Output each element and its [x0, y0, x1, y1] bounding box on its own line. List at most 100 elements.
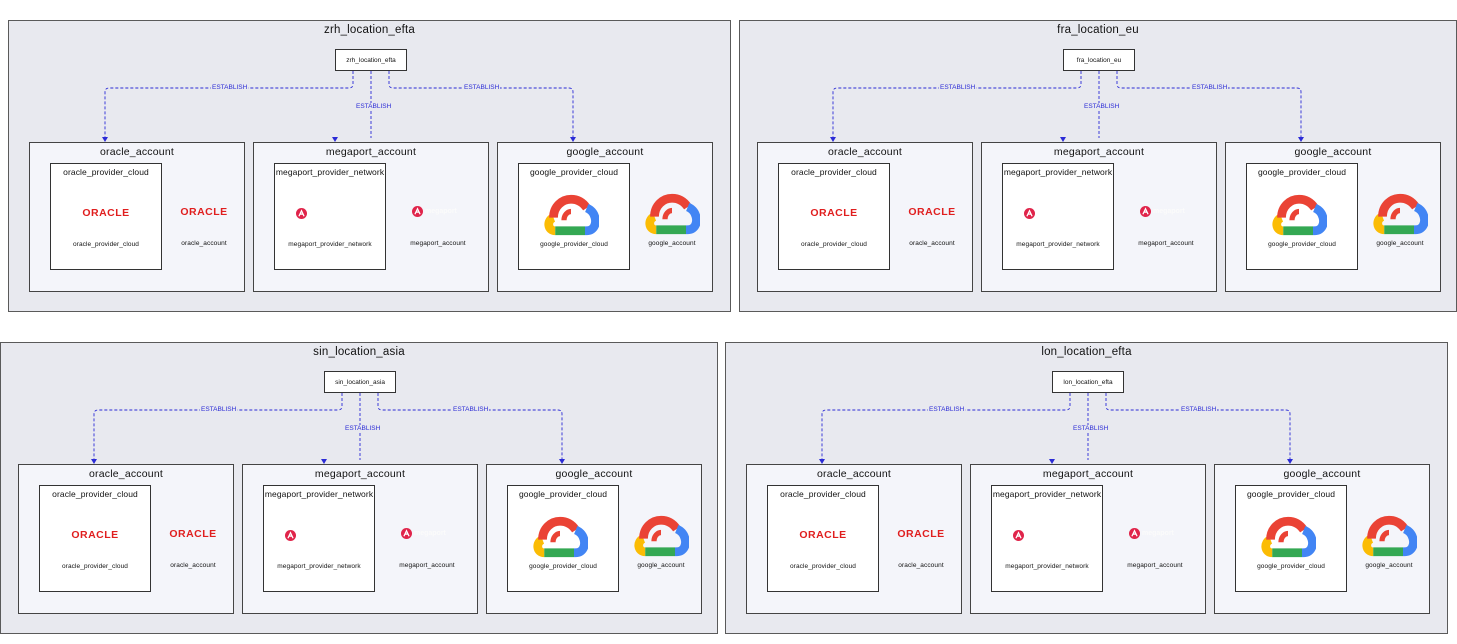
megaport-logo: megaport — [1129, 528, 1174, 539]
location-title: zrh_location_efta — [324, 24, 415, 36]
account-megaport_account: megaport_account megaport_provider_networ… — [242, 464, 478, 614]
edge-arrowhead — [91, 459, 97, 464]
account-title: oracle_account — [88, 468, 163, 480]
google-cloud-icon — [645, 193, 700, 235]
oracle-logo: ORACLE — [169, 528, 217, 540]
account-megaport_account: megaport_account megaport_provider_networ… — [981, 142, 1217, 292]
google-cloud-icon — [1261, 516, 1316, 558]
account-title: oracle_account — [827, 146, 902, 158]
megaport-logo — [285, 530, 296, 541]
megaport-wordmark: megaport — [425, 208, 457, 215]
megaport-logo: megaport — [412, 206, 457, 217]
edge-arrowhead — [332, 137, 338, 142]
edge-label-establish: ESTABLISH — [1180, 406, 1218, 414]
establish-edge — [93, 393, 343, 460]
account-node-label: oracle_account — [909, 240, 955, 247]
edge-arrowhead — [819, 459, 825, 464]
megaport-wordmark: megaport — [1153, 208, 1185, 215]
location-node[interactable]: lon_location_efta — [1052, 371, 1124, 393]
account-title: megaport_account — [1053, 146, 1145, 158]
account-node-label: oracle_account — [181, 240, 227, 247]
provider-node-label: oracle_provider_cloud — [800, 241, 868, 248]
account-node-label: google_account — [1365, 562, 1413, 569]
establish-edge — [377, 393, 563, 460]
establish-edge — [821, 393, 1071, 460]
account-node-label: megaport_account — [1127, 562, 1183, 569]
megaport-wordmark: megaport — [414, 530, 446, 537]
edge-label-establish: ESTABLISH — [211, 84, 249, 92]
edge-arrowhead — [570, 137, 576, 142]
provider-node-label: megaport_provider_network — [277, 563, 361, 570]
account-title: megaport_account — [314, 468, 406, 480]
google-cloud-icon — [1272, 194, 1327, 236]
provider-node-label: megaport_provider_network — [288, 241, 372, 248]
megaport-logo: megaport — [401, 528, 446, 539]
megaport-logo — [1013, 530, 1024, 541]
oracle-logo: ORACLE — [908, 206, 956, 218]
account-title: megaport_account — [325, 146, 417, 158]
provider-title: megaport_provider_network — [275, 167, 385, 177]
location-title: lon_location_efta — [1041, 346, 1132, 358]
account-node-label: megaport_account — [410, 240, 466, 247]
provider-title: oracle_provider_cloud — [63, 167, 149, 177]
provider-node-label: google_provider_cloud — [540, 241, 608, 248]
megaport-logo — [296, 208, 307, 219]
provider-google_provider_cloud[interactable]: google_provider_cloud google_provider_clo… — [1235, 485, 1347, 592]
google-cloud-icon — [1373, 193, 1428, 235]
provider-oracle_provider_cloud[interactable]: oracle_provider_cloud oracle_provider_clo… — [778, 163, 890, 270]
edge-label-establish: ESTABLISH — [1072, 425, 1110, 433]
edge-arrowhead — [1049, 459, 1055, 464]
account-node-label: google_account — [648, 240, 696, 247]
location-node[interactable]: sin_location_asia — [324, 371, 396, 393]
provider-title: google_provider_cloud — [529, 167, 619, 177]
account-node-label: megaport_account — [399, 562, 455, 569]
establish-edge — [832, 71, 1082, 138]
google-cloud-icon — [544, 194, 599, 236]
provider-google_provider_cloud[interactable]: google_provider_cloud google_provider_clo… — [518, 163, 630, 270]
oracle-logo: ORACLE — [799, 529, 847, 541]
provider-title: oracle_provider_cloud — [791, 167, 877, 177]
account-title: google_account — [1294, 146, 1372, 158]
account-node-label: google_account — [1376, 240, 1424, 247]
provider-title: google_provider_cloud — [1257, 167, 1347, 177]
megaport-wordmark: megaport — [1142, 530, 1174, 537]
edge-label-establish: ESTABLISH — [355, 103, 393, 111]
provider-node-label: google_provider_cloud — [1257, 563, 1325, 570]
edge-label-establish: ESTABLISH — [1083, 103, 1121, 111]
provider-node-label: megaport_provider_network — [1005, 563, 1089, 570]
edge-arrowhead — [1060, 137, 1066, 142]
edge-label-establish: ESTABLISH — [344, 425, 382, 433]
account-node-label: oracle_account — [898, 562, 944, 569]
edge-label-establish: ESTABLISH — [939, 84, 977, 92]
megaport-logo — [1024, 208, 1035, 219]
location-node[interactable]: fra_location_eu — [1063, 49, 1135, 71]
establish-edge — [388, 71, 574, 138]
account-title: google_account — [566, 146, 644, 158]
location-node[interactable]: zrh_location_efta — [335, 49, 407, 71]
edge-arrowhead — [830, 137, 836, 142]
oracle-logo: ORACLE — [180, 206, 228, 218]
google-cloud-icon — [533, 516, 588, 558]
edge-label-establish: ESTABLISH — [463, 84, 501, 92]
provider-title: google_provider_cloud — [1246, 489, 1336, 499]
provider-megaport_provider_network[interactable]: megaport_provider_network megaport_provid… — [274, 163, 386, 270]
provider-node-label: google_provider_cloud — [529, 563, 597, 570]
account-title: google_account — [555, 468, 633, 480]
